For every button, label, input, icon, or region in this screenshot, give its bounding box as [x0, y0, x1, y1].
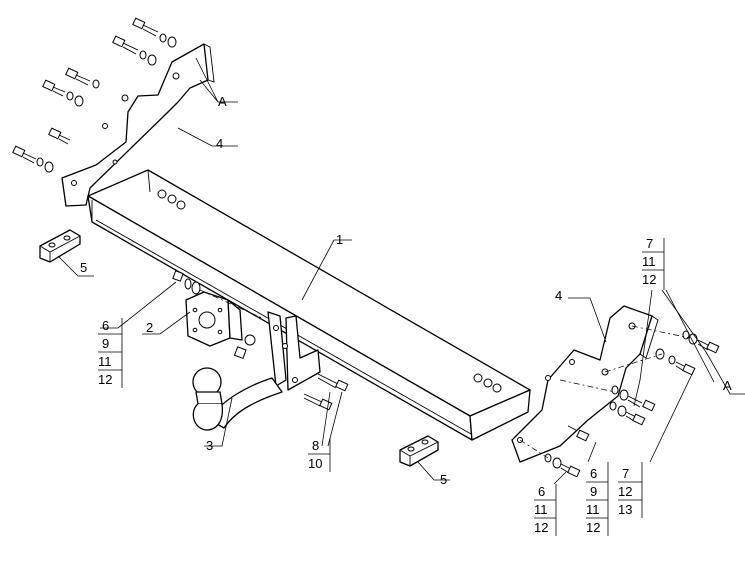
- flange-plate: [172, 270, 263, 347]
- spacer-left: [39, 229, 81, 263]
- callout-spacer-left: 5: [80, 260, 87, 275]
- callout-stack-neck-bolts: 8 10: [308, 438, 331, 472]
- bolt-row-6: [12, 145, 54, 173]
- stack-rlb-0: 6: [590, 466, 597, 481]
- callout-stack-right-low-a: 6 11 12: [534, 484, 557, 536]
- stack-rla-2: 12: [534, 520, 548, 535]
- callout-stack-right-low-b: 6 9 11 12: [586, 462, 609, 536]
- callout-ball-neck: 3: [206, 438, 213, 453]
- stack-rlb-1: 9: [590, 484, 597, 499]
- leader-lines: [57, 57, 745, 485]
- stack-rlc-2: 13: [618, 502, 632, 517]
- stack-neck-3: 12: [98, 372, 112, 387]
- stack-rlb-3: 12: [586, 520, 600, 535]
- callout-bracket-right: 4: [555, 288, 562, 303]
- stack-rt-0: 7: [646, 236, 653, 251]
- neck-bolts: [303, 373, 349, 411]
- bolt-right-low-2: [609, 401, 646, 426]
- bolt-row-5: [48, 127, 71, 145]
- stack-rlb-2: 11: [586, 502, 600, 517]
- spacer-mid: [399, 435, 439, 467]
- bracket-right: [511, 305, 659, 463]
- callout-flange-plate: 2: [146, 320, 153, 335]
- callout-stack-right-low-c: 7 12 13: [618, 462, 643, 518]
- callout-a-right: A: [723, 378, 732, 393]
- stack-neck-0: 6: [102, 318, 109, 333]
- stack-bolts-0: 8: [312, 438, 319, 453]
- bolt-right-top: [682, 330, 720, 354]
- callout-a-upper: A: [218, 94, 227, 109]
- bolt-right-low-1: [611, 385, 656, 412]
- stack-rt-1: 11: [642, 254, 656, 269]
- alignment-lines-right: [519, 325, 691, 459]
- callout-stack-neck: 6 9 11 12: [98, 318, 123, 388]
- bolt-row-1: [132, 17, 177, 48]
- stack-rlc-0: 7: [622, 466, 629, 481]
- callout-spacer-mid: 5: [440, 472, 447, 487]
- bolt-right-mid: [655, 348, 696, 376]
- stack-rla-0: 6: [538, 484, 545, 499]
- bolt-row-2: [112, 35, 157, 66]
- bolt-right-low-4: [567, 425, 590, 442]
- bolt-row-3: [65, 67, 100, 89]
- callout-bracket-upper: 4: [216, 136, 223, 151]
- bolt-stack-right: [544, 330, 720, 478]
- bolt-right-low-3: [544, 453, 581, 478]
- stack-rt-2: 12: [642, 272, 656, 287]
- bolt-row-4: [42, 79, 84, 107]
- callout-beam: 1: [336, 232, 343, 247]
- stack-bolts-1: 10: [308, 456, 322, 471]
- callout-labels: A 4 1 5 2 3 5 4 A: [80, 94, 732, 487]
- bolt-stack-upper-left: [12, 17, 177, 173]
- stack-rlc-1: 12: [618, 484, 632, 499]
- cross-beam: [87, 169, 531, 441]
- stack-neck-2: 11: [98, 354, 112, 369]
- stack-rla-1: 11: [534, 502, 548, 517]
- stack-neck-1: 9: [102, 336, 109, 351]
- callout-stack-right-top: 7 11 12: [642, 236, 665, 290]
